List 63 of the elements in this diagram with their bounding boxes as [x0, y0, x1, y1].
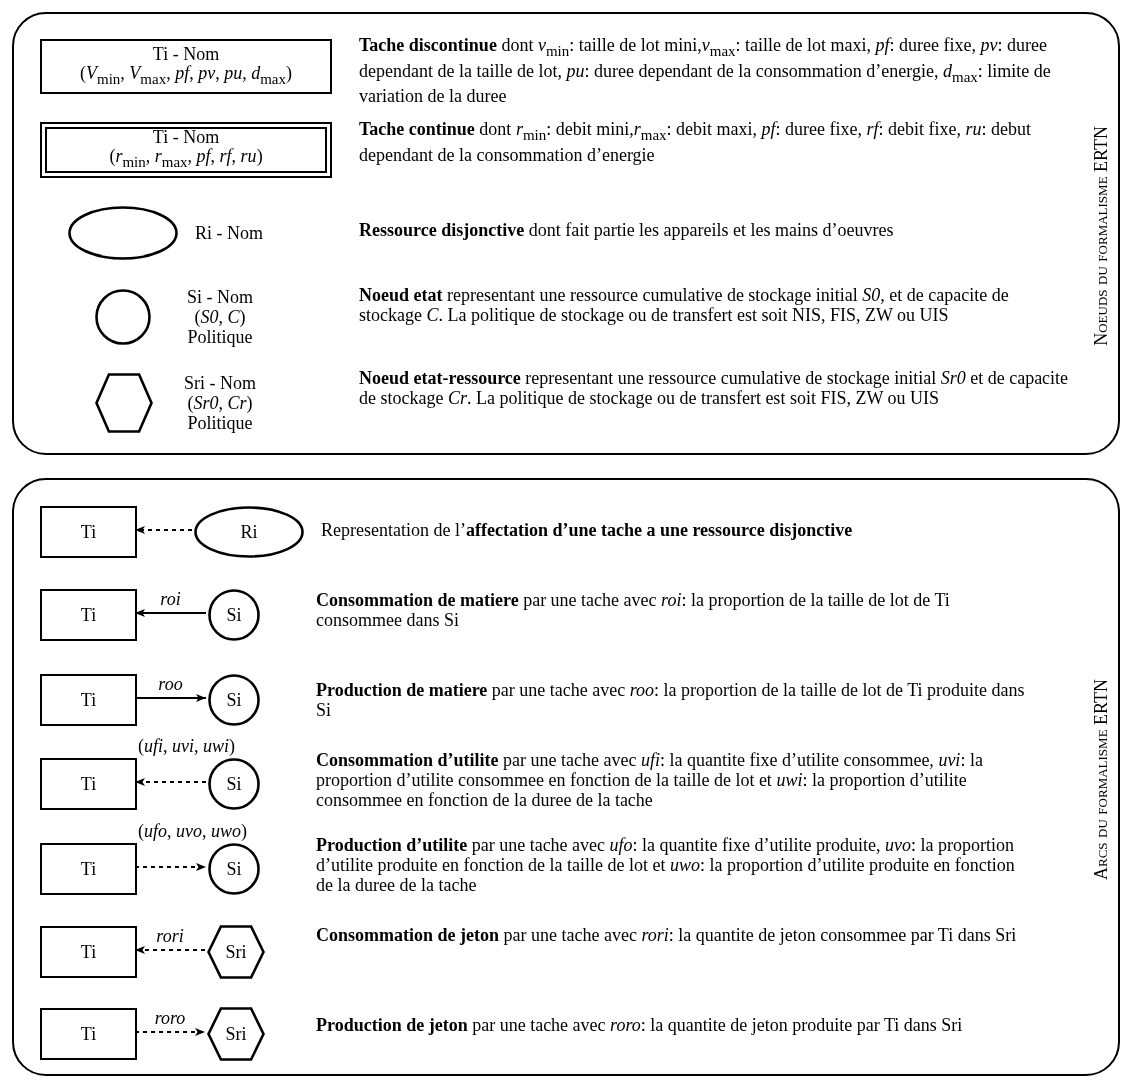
task-box	[40, 39, 332, 94]
description-text: Production d’utilite par une tache avec ufo: la quantite fixe d’utilite produite, uvo: la proportion d’utilite produite en fonction de la taille de lot et uwo: la proportion d’utilite produite en fonction de la duree de la tache	[316, 835, 1016, 895]
node-label: Sri	[224, 942, 248, 962]
node-label: Ti	[80, 605, 97, 625]
node-label: Ti	[80, 859, 97, 879]
node-label: Si	[225, 605, 243, 625]
node-label: Politique	[186, 327, 254, 347]
description-text: Tache discontinue dont v$_{min}$: taille de lot mini,v$_{max}$: taille de lot maxi, pf: duree fixe, pv: duree dependant de la taille de lot, pu: duree dependant de la consommation d’energie, d$_{max}$: limite de variation de la duree	[359, 35, 1052, 107]
edge-label: roi	[160, 589, 181, 609]
node-label: Ri - Nom	[194, 223, 264, 243]
node-label: Ri	[239, 522, 259, 542]
description-text: Consommation d’utilite par une tache avec ufi: la quantite fixe d’utilite consommee, uvi: la proportion d’utilite consommee en fonction de la taille de lot et uwi: la proportion d’utilite consommee en fonction de la duree de la tache	[316, 750, 984, 810]
edge-label: rori	[156, 926, 184, 946]
panel-title: Arcs du formalisme ERTN	[1090, 678, 1112, 880]
node-label: Ti	[80, 942, 97, 962]
arrow	[135, 526, 192, 534]
description-text: Noeud etat-ressource representant une ressource cumulative de stockage initial Sr0 et de capacite de stockage Cr. La politique de stockage ou de transfert est soit FIS, ZW ou UIS	[359, 368, 1070, 408]
task-box	[40, 674, 137, 726]
description-text: Consommation de jeton par une tache avec rori: la quantite de jeton consommee par Ti dans Sri	[316, 925, 1018, 945]
node-label: Ti - Nom	[152, 128, 220, 148]
task-box	[40, 506, 137, 558]
node-label: (r$_{min}$, r$_{max}$, pf, rf, ru)	[109, 147, 263, 172]
node-label: Politique	[186, 413, 254, 433]
arrow	[135, 778, 206, 786]
node-label: Si	[225, 859, 243, 879]
description-text: Tache continue dont r$_{min}$: debit mini,r$_{max}$: debit maxi, pf: duree fixe, rf: debit fixe, ru: debut dependant de la consommation d’energie	[359, 119, 1033, 165]
arrow	[135, 946, 205, 954]
task-box	[40, 758, 137, 810]
node-label: Ti	[80, 522, 97, 542]
task-box	[40, 1008, 137, 1060]
arrow	[135, 1028, 205, 1036]
edge-label: (ufo, uvo, uwo)	[138, 821, 248, 841]
edge-label: roo	[158, 674, 183, 694]
node-label: Si	[225, 774, 243, 794]
task-box	[40, 589, 137, 641]
legend-panel	[12, 12, 1120, 455]
description-text: Noeud etat representant une ressource cumulative de stockage initial S0, et de capacite de stockage C. La politique de stockage ou de transfert est soit NIS, FIS, ZW ou UIS	[359, 285, 1010, 325]
task-box	[40, 843, 137, 895]
arrow	[135, 863, 206, 871]
node-label: (S0, C)	[193, 307, 247, 327]
edge-label: (ufi, uvi, uwi)	[138, 736, 236, 756]
node-label: Si	[225, 690, 243, 710]
node-label: (V$_{min}$, V$_{max}$, pf, pv, pu, d$_{max}$)	[80, 63, 292, 89]
arrow	[134, 694, 207, 702]
description-text: Consommation de matiere par une tache avec roi: la proportion de la taille de lot de Ti consommee dans Si	[316, 590, 951, 630]
description-text: Production de matiere par une tache avec roo: la proportion de la taille de lot de Ti produite dans Si	[316, 680, 1026, 720]
arrow	[134, 609, 207, 617]
node-label: Ti	[80, 690, 97, 710]
node-label: (Sr0, Cr)	[186, 393, 254, 413]
node-label: Sri - Nom	[183, 373, 257, 393]
description-text: Production de jeton par une tache avec roro: la quantite de jeton produite par Ti dans Sri	[316, 1015, 964, 1035]
node-label: Si - Nom	[186, 287, 254, 307]
edge-label: roro	[154, 1008, 186, 1028]
node-label: Sri	[224, 1024, 248, 1044]
node-label: Ti	[80, 774, 97, 794]
panel-title: Noeuds du formalisme ERTN	[1090, 125, 1112, 346]
node-label: Ti	[80, 1024, 97, 1044]
node-label: Ti - Nom	[152, 44, 220, 64]
description-text: Ressource disjonctive dont fait partie les appareils et les mains d’oeuvres	[359, 220, 895, 240]
legend-panel	[12, 478, 1120, 1076]
description-text: Representation de l’affectation d’une tache a une ressource disjonctive	[321, 520, 854, 540]
continuous-task-box	[40, 122, 332, 178]
task-box	[40, 926, 137, 978]
